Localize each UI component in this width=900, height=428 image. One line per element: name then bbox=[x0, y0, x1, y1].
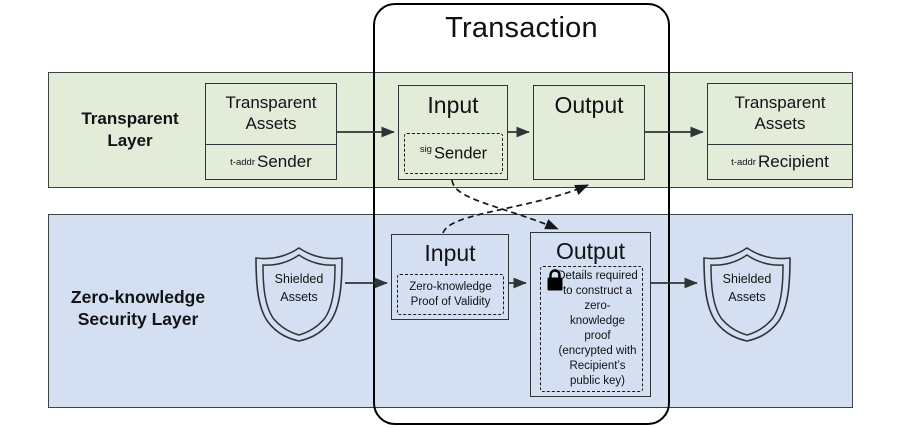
zk-output-details-text: Details required to construct a zero-kno… bbox=[540, 266, 643, 392]
sender-party-label: Sender bbox=[257, 152, 312, 171]
shielded-assets-left-text: Shielded Assets bbox=[252, 270, 346, 306]
zk-layer-label-line1: Zero-knowledge bbox=[70, 287, 206, 307]
shielded-right-line2: Assets bbox=[728, 290, 766, 305]
zk-layer-label-line2: Security Layer bbox=[77, 309, 199, 330]
shielded-right-line1: Shielded bbox=[722, 272, 772, 286]
shielded-assets-right-shield: Shielded Assets bbox=[700, 246, 794, 343]
transparent-layer-band bbox=[48, 72, 853, 188]
zk-output-title: Output bbox=[555, 238, 626, 264]
transparent-assets-recipient-title-line2: Assets bbox=[754, 114, 806, 133]
shielded-left-line1: Shielded bbox=[274, 272, 324, 286]
lock-icon bbox=[547, 269, 563, 291]
sig-sender-label: Sender bbox=[433, 144, 488, 163]
zk-input-box bbox=[391, 234, 509, 320]
recipient-party-label: Recipient bbox=[757, 152, 829, 171]
transparent-layer-label-line2: Layer bbox=[107, 130, 153, 150]
zk-output-box bbox=[530, 232, 651, 397]
zk-input-proof-of-validity: Zero-knowledge Proof of Validity bbox=[397, 274, 504, 315]
transparent-assets-sender-title-line1: Transparent bbox=[225, 93, 317, 113]
shield-icon-right bbox=[703, 247, 791, 342]
transparent-assets-recipient-title-line1: Transparent bbox=[734, 93, 826, 113]
transparent-input-title: Input bbox=[427, 92, 479, 118]
t-addr-label-recipient: t-addr bbox=[731, 156, 756, 168]
transparent-layer-label: Transparent Layer bbox=[55, 108, 205, 152]
shielded-assets-right-text: Shielded Assets bbox=[700, 270, 794, 306]
zero-knowledge-layer-band bbox=[48, 214, 853, 408]
transparent-assets-sender-title: Transparent Assets bbox=[206, 84, 336, 145]
transparent-assets-recipient-title: Transparent Assets bbox=[708, 84, 852, 145]
transparent-input-box bbox=[398, 85, 508, 180]
shielded-left-line2: Assets bbox=[280, 290, 318, 305]
transparent-output-title: Output bbox=[554, 92, 624, 118]
transaction-title: Transaction bbox=[445, 12, 598, 44]
transparent-assets-sender-title-line2: Assets bbox=[245, 114, 297, 133]
zk-input-title: Input bbox=[424, 240, 476, 266]
shielded-assets-left-shield: Shielded Assets bbox=[252, 246, 346, 343]
t-addr-label-sender: t-addr bbox=[230, 156, 255, 168]
zk-proof-line2: Proof of Validity bbox=[410, 295, 491, 308]
sig-label: sig bbox=[419, 143, 432, 155]
transparent-output-box bbox=[533, 85, 645, 180]
zero-knowledge-layer-label: Zero-knowledge Security Layer bbox=[38, 286, 238, 331]
shield-icon-left bbox=[255, 247, 343, 342]
zk-proof-line1: Zero-knowledge bbox=[409, 280, 492, 293]
transparent-layer-label-line1: Transparent bbox=[81, 109, 179, 128]
